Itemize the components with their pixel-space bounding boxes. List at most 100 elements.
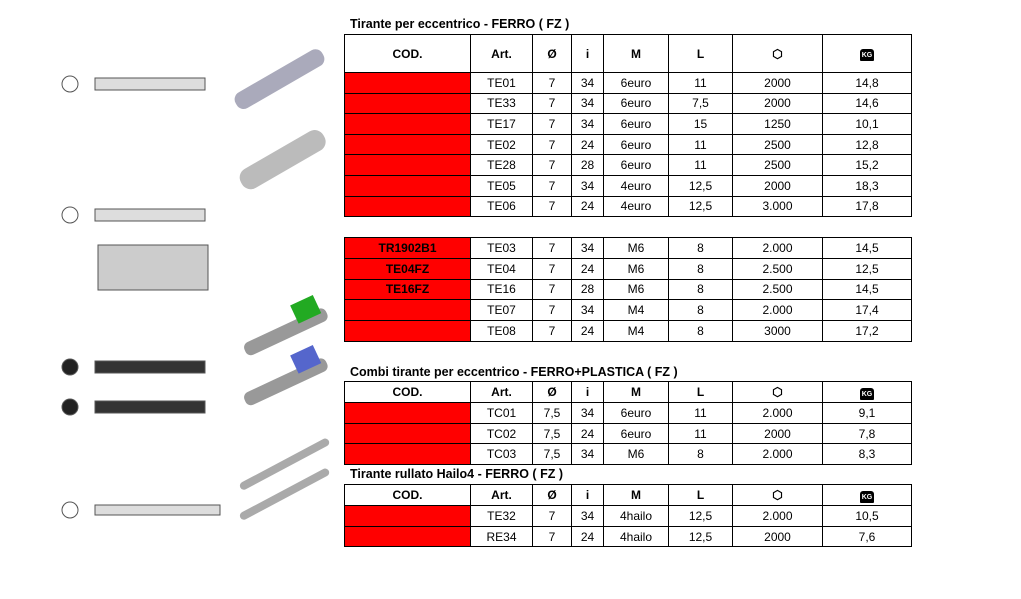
cell-cod <box>344 299 471 322</box>
cell-art: TE07 <box>470 299 533 322</box>
cell-m: 6euro <box>603 422 669 445</box>
col-i: i <box>571 34 604 73</box>
cell-l: 12,5 <box>668 505 733 527</box>
cell-package-qty: 2000 <box>732 525 823 548</box>
cell-art: TE03 <box>470 237 533 259</box>
cell-i: 28 <box>571 278 604 301</box>
cell-diameter: 7 <box>532 237 572 259</box>
cell-art: TE04 <box>470 257 533 280</box>
cell-weight: 15,2 <box>822 154 912 176</box>
cell-package-qty: 2.000 <box>732 299 823 322</box>
screw-drawing <box>61 75 221 519</box>
cell-package-qty: 3000 <box>732 320 823 342</box>
cell-l: 15 <box>668 113 733 135</box>
cell-i: 24 <box>571 133 604 156</box>
col-l: L <box>668 34 733 73</box>
weight-kg-icon: KG <box>859 49 875 61</box>
cell-m: 6euro <box>603 92 669 115</box>
cell-weight: 7,6 <box>822 525 912 548</box>
cell-m: M4 <box>603 320 669 342</box>
cell-m: M4 <box>603 299 669 322</box>
cell-m: 6euro <box>603 133 669 156</box>
cell-m: M6 <box>603 278 669 301</box>
cell-art: TC02 <box>470 422 533 445</box>
cell-cod <box>344 525 471 548</box>
cell-package-qty: 3.000 <box>732 195 823 218</box>
col-art: Art. <box>470 484 533 506</box>
cell-l: 8 <box>668 443 733 466</box>
cell-i: 34 <box>571 72 604 94</box>
cell-package-qty: 2000 <box>732 72 823 94</box>
cell-package-qty: 2500 <box>732 154 823 176</box>
cell-weight: 12,5 <box>822 257 912 280</box>
col-i: i <box>571 381 604 403</box>
cell-cod <box>344 154 471 176</box>
cell-art: TC01 <box>470 402 533 424</box>
cell-diameter: 7 <box>532 257 572 280</box>
section-title: Tirante rullato Hailo4 - FERRO ( FZ ) <box>350 467 563 481</box>
cell-l: 11 <box>668 133 733 156</box>
cell-diameter: 7,5 <box>532 402 572 424</box>
cell-art: RE34 <box>470 525 533 548</box>
section-title: Combi tirante per eccentrico - FERRO+PLA… <box>350 365 678 379</box>
cell-l: 12,5 <box>668 174 733 197</box>
cell-package-qty: 2000 <box>732 422 823 445</box>
cell-diameter: 7 <box>532 133 572 156</box>
col-diameter: Ø <box>532 484 572 506</box>
cell-weight: 9,1 <box>822 402 912 424</box>
cell-cod: TR1902B1 <box>344 237 471 259</box>
cell-m: 4hailo <box>603 505 669 527</box>
cell-l: 12,5 <box>668 195 733 218</box>
cell-art: TE17 <box>470 113 533 135</box>
cell-l: 11 <box>668 154 733 176</box>
cell-diameter: 7 <box>532 154 572 176</box>
col-cod: COD. <box>344 381 471 403</box>
cell-weight: 12,8 <box>822 133 912 156</box>
cell-diameter: 7 <box>532 320 572 342</box>
cell-diameter: 7 <box>532 113 572 135</box>
cell-i: 34 <box>571 299 604 322</box>
cell-package-qty: 1250 <box>732 113 823 135</box>
col-m: M <box>603 484 669 506</box>
cell-diameter: 7,5 <box>532 443 572 466</box>
cell-i: 34 <box>571 174 604 197</box>
product-illustrations <box>61 49 330 520</box>
cell-i: 34 <box>571 113 604 135</box>
cell-weight: 14,5 <box>822 237 912 259</box>
col-m: M <box>603 381 669 403</box>
cell-cod <box>344 422 471 445</box>
table-header: COD. Art. Ø i M L ⬡ KG <box>344 381 912 403</box>
cell-l: 8 <box>668 278 733 301</box>
cell-cod <box>344 505 471 527</box>
weight-kg-icon: KG <box>859 387 875 400</box>
cell-m: 6euro <box>603 154 669 176</box>
cell-art: TE16 <box>470 278 533 301</box>
cell-l: 7,5 <box>668 92 733 115</box>
cell-m: 4hailo <box>603 525 669 548</box>
col-i: i <box>571 484 604 506</box>
cell-art: TE33 <box>470 92 533 115</box>
screw-photo <box>234 49 330 520</box>
table-header: COD. Art. Ø i M L ⬡ KG <box>344 34 912 73</box>
cell-art: TE06 <box>470 195 533 218</box>
cell-l: 11 <box>668 72 733 94</box>
cell-weight: 10,1 <box>822 113 912 135</box>
cell-diameter: 7,5 <box>532 422 572 445</box>
cell-art: TC03 <box>470 443 533 466</box>
cell-l: 8 <box>668 257 733 280</box>
col-art: Art. <box>470 381 533 403</box>
cell-diameter: 7 <box>532 525 572 548</box>
weight-kg-icon: KG <box>859 490 875 503</box>
cell-i: 24 <box>571 422 604 445</box>
